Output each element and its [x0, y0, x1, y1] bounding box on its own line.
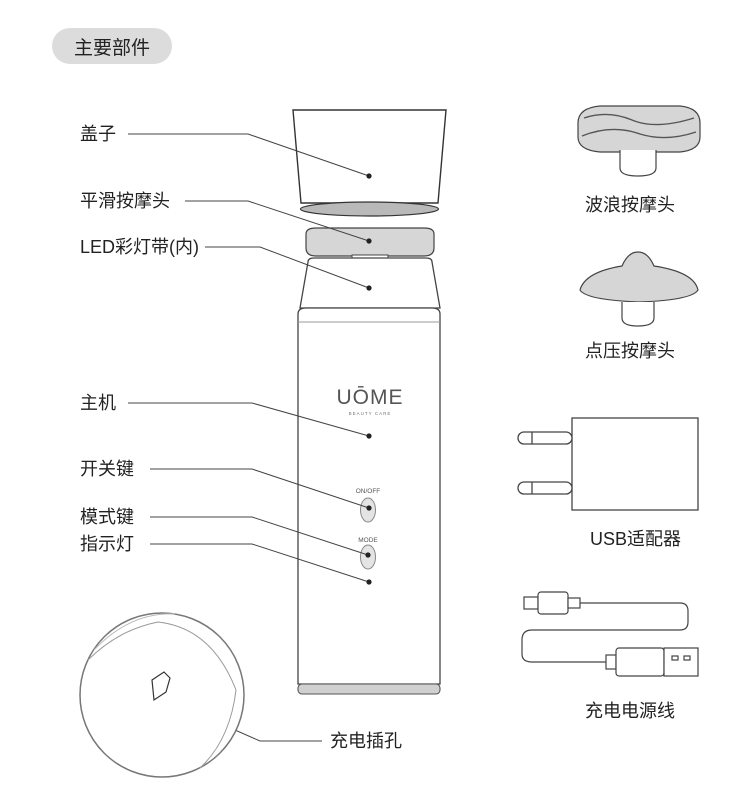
mode-text: MODE [358, 537, 378, 544]
label-led-strip: LED彩灯带(内) [80, 237, 200, 257]
cap-illustration [292, 109, 447, 217]
led-strip-illustration [299, 257, 441, 309]
label-main-unit: 主机 [80, 393, 116, 413]
charge-port-slot [151, 671, 171, 702]
label-smooth-head: 平滑按摩头 [80, 191, 170, 211]
wave-head-illustration [577, 105, 701, 177]
label-mode-key: 模式键 [80, 507, 134, 527]
main-body-illustration [297, 307, 441, 695]
smooth-head-illustration [305, 227, 435, 262]
on-off-text: ON/OFF [356, 488, 381, 495]
label-power-key: 开关键 [80, 459, 134, 479]
label-wave-head: 波浪按摩头 [585, 195, 675, 215]
label-cap: 盖子 [80, 124, 116, 144]
usb-adapter-illustration [517, 417, 699, 511]
cable-illustration [521, 591, 699, 677]
brand-logo: UŌME [337, 386, 404, 409]
label-usb-adapter: USB适配器 [590, 529, 682, 549]
label-indicator: 指示灯 [80, 534, 134, 554]
leader-lines [128, 133, 370, 742]
label-charge-port: 充电插孔 [330, 731, 402, 751]
label-cable: 充电电源线 [585, 701, 675, 721]
brand-tagline: BEAUTY CARE [349, 411, 392, 416]
section-title: 主要部件 [52, 28, 172, 64]
label-point-head: 点压按摩头 [585, 341, 675, 361]
point-head-illustration [579, 251, 699, 327]
charge-port-zoom [79, 612, 245, 778]
